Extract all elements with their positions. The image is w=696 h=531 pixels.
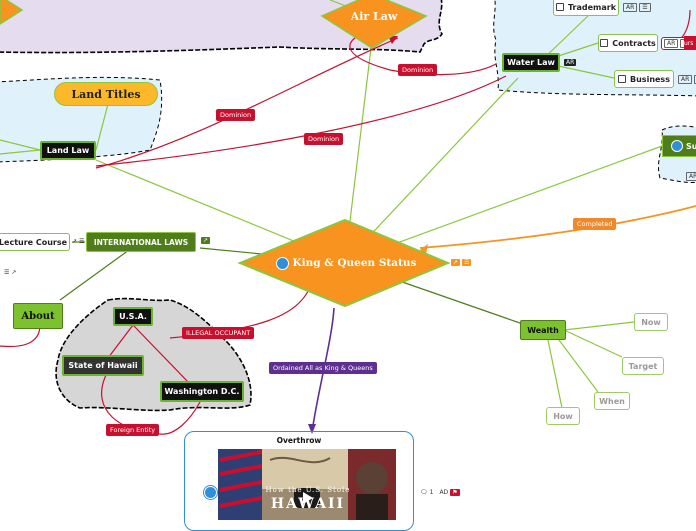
- land-titles-topic[interactable]: Land Titles: [54, 82, 158, 106]
- external-link-icon: ↗: [11, 269, 17, 276]
- international-laws-topic[interactable]: INTERNATIONAL LAWS: [86, 232, 196, 252]
- video-title-top: How the U.S. Stole: [265, 486, 351, 494]
- lecture-course-topic[interactable]: Lecture Course: [0, 233, 70, 251]
- water-law-topic[interactable]: Water Law: [502, 53, 560, 72]
- checkbox-icon[interactable]: [555, 3, 564, 11]
- overthrow-title: Overthrow: [276, 436, 322, 445]
- center-shape: [237, 218, 451, 308]
- checkbox-icon[interactable]: [600, 39, 609, 47]
- center-topic-label: King & Queen Status: [292, 257, 417, 269]
- target-topic[interactable]: Target: [622, 357, 664, 375]
- lecture-course-label: Lecture Course: [0, 237, 68, 247]
- water-law-label: Water Law: [507, 58, 555, 67]
- about-topic[interactable]: About: [13, 303, 63, 329]
- ar-badge: AR: [623, 3, 638, 12]
- international-laws-badges: ↗: [201, 237, 211, 244]
- lecture-course-badges: ↗ ☰: [72, 238, 84, 245]
- link-icon: ↗: [72, 238, 78, 245]
- contracts-partial-label: urs: [684, 39, 694, 47]
- state-of-hawaii-label: State of Hawaii: [68, 361, 138, 370]
- washington-dc-label: Washington D.C.: [164, 387, 240, 396]
- now-topic[interactable]: Now: [634, 313, 668, 331]
- business-label: Business: [630, 74, 670, 84]
- air-law-shape: [320, 0, 428, 49]
- relation-completed[interactable]: Completed: [573, 218, 617, 230]
- note-icon: ☰: [79, 238, 85, 245]
- usa-topic[interactable]: U.S.A.: [113, 307, 153, 326]
- ar-badge: AR: [686, 172, 696, 181]
- land-law-topic[interactable]: Land Law: [40, 141, 96, 160]
- globe-icon: [671, 140, 683, 152]
- center-topic[interactable]: King & Queen Status: [262, 253, 430, 273]
- business-badges: AR ☰: [678, 75, 696, 84]
- left-edge-badges: ☰ ↗: [4, 269, 16, 276]
- su-badges: AR: [686, 172, 696, 181]
- trademark-label: Trademark: [567, 2, 617, 12]
- contracts-topic[interactable]: Contracts: [598, 34, 658, 52]
- ar-badge: AR: [564, 59, 577, 66]
- relation-dominion-2[interactable]: Dominion: [216, 109, 256, 121]
- business-topic[interactable]: Business: [614, 70, 674, 88]
- flag-icon: ⚑: [450, 489, 460, 496]
- trademark-badges: AR ☰: [623, 3, 651, 12]
- target-label: Target: [628, 361, 658, 371]
- globe-icon: [275, 256, 289, 270]
- when-topic[interactable]: When: [594, 392, 630, 410]
- checkbox-icon[interactable]: [618, 75, 627, 83]
- ad-badge: AD: [439, 489, 449, 496]
- comment-count: 1: [429, 489, 434, 496]
- relation-foreign-entity[interactable]: Foreign Entity: [106, 424, 160, 436]
- relation-ordained[interactable]: Ordained All as King & Queens: [269, 362, 377, 374]
- wealth-topic[interactable]: Wealth: [520, 320, 566, 340]
- play-icon: [303, 492, 313, 504]
- air-law-label: Air Law: [350, 9, 398, 23]
- video-title-big: HAWAII: [270, 496, 346, 512]
- relation-dominion-3[interactable]: Dominion: [304, 133, 344, 145]
- relation-illegal-occupant[interactable]: ILLEGAL OCCUPANT: [182, 327, 255, 339]
- about-label: About: [21, 310, 55, 322]
- international-laws-label: INTERNATIONAL LAWS: [93, 237, 189, 247]
- note-icon: ☰: [639, 3, 651, 12]
- note-icon: ☰: [462, 259, 472, 266]
- state-of-hawaii-topic[interactable]: State of Hawaii: [62, 355, 144, 376]
- left-top-diamond-shape: [0, 0, 24, 25]
- link-icon: ↗: [451, 259, 461, 266]
- contracts-partial-node[interactable]: urs: [684, 36, 696, 50]
- center-badges[interactable]: ↗ ☰: [451, 259, 472, 266]
- contracts-label: Contracts: [612, 38, 656, 48]
- ar-badge: AR: [664, 39, 679, 48]
- land-law-label: Land Law: [46, 146, 90, 155]
- when-label: When: [599, 396, 625, 406]
- water-law-badges: AR: [564, 59, 577, 66]
- now-label: Now: [641, 317, 661, 327]
- how-label: How: [553, 411, 573, 421]
- washington-dc-topic[interactable]: Washington D.C.: [160, 381, 244, 402]
- ar-badge: AR: [678, 75, 693, 84]
- relation-dominion-1[interactable]: Dominion: [398, 64, 438, 76]
- link-icon: ↗: [201, 237, 211, 244]
- su-label: Su: [686, 141, 696, 151]
- land-titles-label: Land Titles: [71, 87, 141, 101]
- overthrow-badges: 🗨 1 AD ⚑: [420, 489, 460, 496]
- trademark-topic[interactable]: Trademark: [553, 0, 619, 16]
- globe-icon: [204, 486, 217, 499]
- note-icon: ☰: [694, 75, 696, 84]
- su-topic[interactable]: Su: [662, 135, 696, 157]
- usa-label: U.S.A.: [119, 312, 147, 321]
- overthrow-card[interactable]: Overthrow: [184, 431, 414, 531]
- how-topic[interactable]: How: [546, 407, 580, 425]
- comment-icon: 🗨: [420, 489, 428, 496]
- note-icon: ☰: [4, 269, 10, 276]
- wealth-label: Wealth: [527, 325, 559, 335]
- air-law-topic[interactable]: Air Law: [332, 6, 416, 26]
- video-thumbnail[interactable]: [218, 449, 396, 520]
